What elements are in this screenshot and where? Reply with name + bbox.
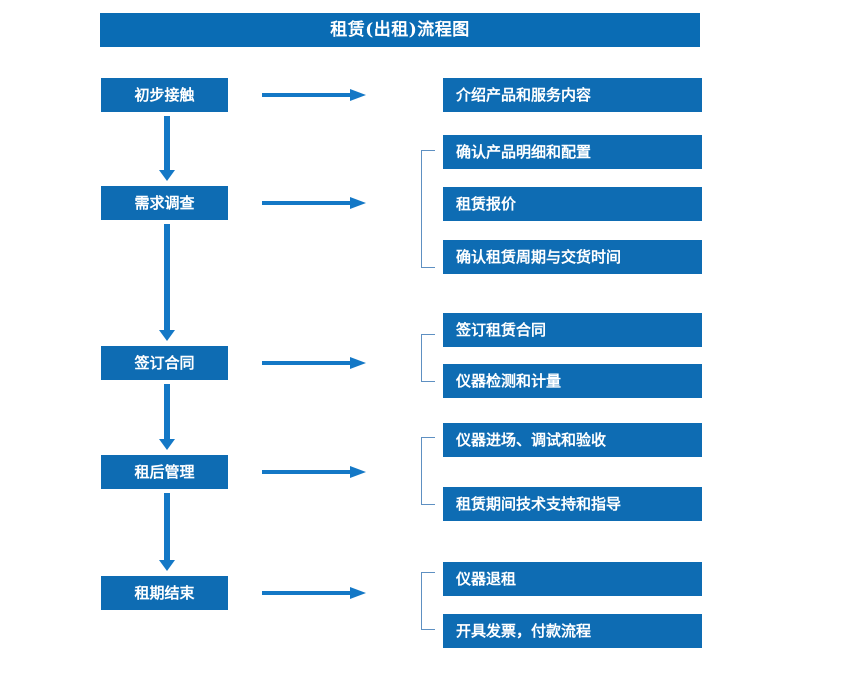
- task-box-1-1[interactable]: 介绍产品和服务内容: [443, 78, 702, 112]
- stage-box-2[interactable]: 需求调查: [101, 186, 228, 220]
- task-label-3-2: 仪器检测和计量: [456, 371, 562, 390]
- task-label-1-1: 介绍产品和服务内容: [456, 85, 592, 104]
- task-box-2-2[interactable]: 租赁报价: [443, 187, 702, 221]
- stage-label-4: 租后管理: [134, 462, 195, 481]
- stage-box-4[interactable]: 租后管理: [101, 455, 228, 489]
- stage-label-3: 签订合同: [134, 353, 195, 372]
- stage-label-5: 租期结束: [134, 583, 195, 602]
- task-label-4-2: 租赁期间技术支持和指导: [456, 494, 622, 513]
- stage-box-1[interactable]: 初步接触: [101, 78, 228, 112]
- stage-label-2: 需求调查: [134, 193, 195, 212]
- right-arrow-icon-4: [262, 466, 366, 478]
- diagram-title-banner: 租赁(出租)流程图: [100, 13, 700, 47]
- task-box-4-2[interactable]: 租赁期间技术支持和指导: [443, 487, 702, 521]
- task-box-5-2[interactable]: 开具发票，付款流程: [443, 614, 702, 648]
- right-arrow-icon-2: [262, 197, 366, 209]
- stage-box-5[interactable]: 租期结束: [101, 576, 228, 610]
- task-label-2-3: 确认租赁周期与交货时间: [456, 247, 622, 266]
- group-bracket-2: [421, 150, 435, 268]
- right-arrow-icon-1: [262, 89, 366, 101]
- task-label-2-1: 确认产品明细和配置: [456, 142, 592, 161]
- task-box-4-1[interactable]: 仪器进场、调试和验收: [443, 423, 702, 457]
- task-label-5-1: 仪器退租: [456, 569, 517, 588]
- down-arrow-icon-2: [159, 224, 175, 342]
- down-arrow-icon-3: [159, 384, 175, 451]
- right-arrow-icon-5: [262, 587, 366, 599]
- diagram-title: 租赁(出租)流程图: [330, 19, 470, 40]
- task-label-5-2: 开具发票，付款流程: [456, 621, 592, 640]
- task-box-3-2[interactable]: 仪器检测和计量: [443, 364, 702, 398]
- task-label-2-2: 租赁报价: [456, 194, 517, 213]
- group-bracket-4: [421, 437, 435, 505]
- group-bracket-3: [421, 334, 435, 382]
- stage-label-1: 初步接触: [134, 85, 195, 104]
- stage-box-3[interactable]: 签订合同: [101, 346, 228, 380]
- task-box-3-1[interactable]: 签订租赁合同: [443, 313, 702, 347]
- task-box-2-3[interactable]: 确认租赁周期与交货时间: [443, 240, 702, 274]
- down-arrow-icon-4: [159, 493, 175, 572]
- down-arrow-icon-1: [159, 116, 175, 182]
- group-bracket-5: [421, 572, 435, 630]
- task-label-4-1: 仪器进场、调试和验收: [456, 430, 607, 449]
- task-label-3-1: 签订租赁合同: [456, 320, 547, 339]
- task-box-2-1[interactable]: 确认产品明细和配置: [443, 135, 702, 169]
- task-box-5-1[interactable]: 仪器退租: [443, 562, 702, 596]
- right-arrow-icon-3: [262, 357, 366, 369]
